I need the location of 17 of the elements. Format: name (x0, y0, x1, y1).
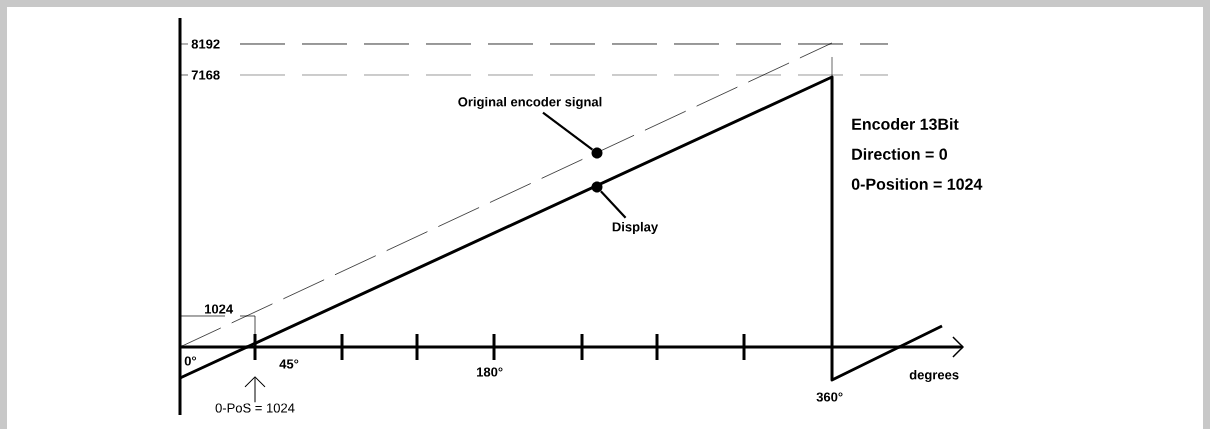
axis-value: 8192 (191, 39, 220, 49)
setting-text: Encoder 13Bit (852, 118, 959, 130)
setting-text: 0-Position = 1024 (851, 178, 983, 190)
leader-line (542, 111, 594, 151)
leader-label: Original encoder signal (458, 96, 602, 110)
angle-label: 360° (816, 392, 843, 402)
angle-label: 0° (184, 356, 197, 366)
setting-text: Direction = 0 (852, 148, 947, 160)
axis-value: 7168 (191, 70, 220, 80)
leader-label: 0-PoS = 1024 (215, 403, 295, 413)
axis-value: 1024 (205, 304, 234, 314)
angle-label: 180° (477, 367, 503, 377)
leader-line (600, 190, 627, 219)
axis-title: degrees (909, 369, 959, 383)
angle-label: 45° (279, 359, 299, 369)
leader-arrow (244, 376, 266, 403)
leader-label: Display (612, 221, 659, 235)
